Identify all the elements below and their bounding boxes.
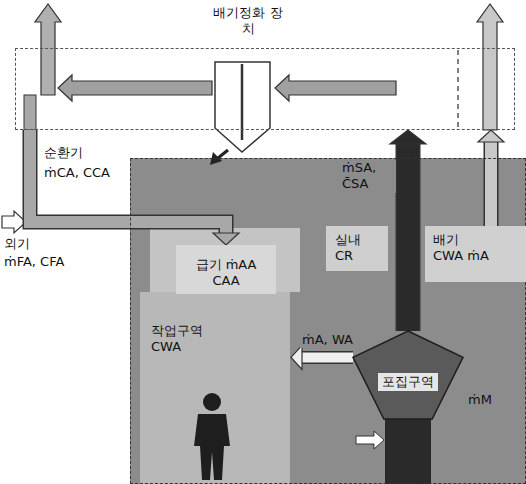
supply-box: 급기 ṁAA CAA (176, 245, 276, 294)
capture-hood: 포집구역 (353, 331, 463, 419)
device-box: 배기정화 장치 (15, 48, 515, 130)
filter-element (241, 64, 244, 140)
exhaust-arrow (477, 4, 503, 130)
node-text: 배기정화 장치 (212, 5, 284, 38)
formula-label: ṁCA, CCA (44, 165, 110, 181)
room-region: 실내 CR 급기 ṁAA CAA 배기 CWA ṁA 작업구역 CWA 포집구역 (130, 158, 526, 484)
worker-figure (194, 393, 230, 480)
connector-outline (302, 351, 353, 364)
exhaust-box: 배기 CWA ṁA (425, 226, 526, 282)
node-text: 포집구역 (378, 373, 438, 391)
flow-connector (30, 130, 239, 245)
inlet-arrow (356, 431, 384, 449)
arrow-head (478, 130, 504, 142)
edge-label: ṁA, WA (300, 332, 355, 348)
supply-zone-fill (150, 228, 300, 292)
formula-label: ṁM (466, 392, 494, 408)
arrow-head (213, 233, 239, 245)
flow-arrow (275, 75, 396, 101)
flow-connector (291, 345, 353, 369)
connector-body (30, 130, 226, 233)
outdoor-air-arrow (2, 211, 26, 233)
connector-outline (30, 130, 226, 233)
work-zone-fill (140, 292, 290, 484)
hood-shape (353, 331, 463, 419)
node-text: 급기 ṁAA CAA (182, 257, 270, 290)
formula-label: 순환기 (44, 145, 83, 161)
node-text: 실내 CR (326, 226, 388, 271)
arrow-head (291, 345, 302, 369)
formula-label: ṁFA, CFA (4, 254, 64, 270)
formula-label: ṁSA, C̄SA (340, 160, 396, 193)
hood-column (385, 410, 431, 484)
room-fill (130, 158, 526, 484)
divider-line (457, 50, 459, 128)
formula-label: 외기 (4, 236, 30, 252)
filter-housing (215, 62, 270, 152)
connector-body (397, 144, 419, 331)
node-text: 작업구역 CWA (151, 323, 221, 356)
flow-arrow (58, 75, 212, 101)
connector-outline (396, 144, 421, 331)
work-zone: 작업구역 CWA (141, 293, 291, 484)
connector-outline (484, 142, 499, 226)
node-text: 배기 CWA ṁA (433, 232, 493, 265)
connector-body (485, 142, 497, 226)
exhaust-arrow (35, 4, 61, 95)
arrow-head (390, 130, 426, 144)
flow-connector (478, 130, 504, 226)
discharge-arrow (218, 150, 228, 158)
connector-body (302, 352, 353, 362)
return-duct (24, 95, 36, 130)
